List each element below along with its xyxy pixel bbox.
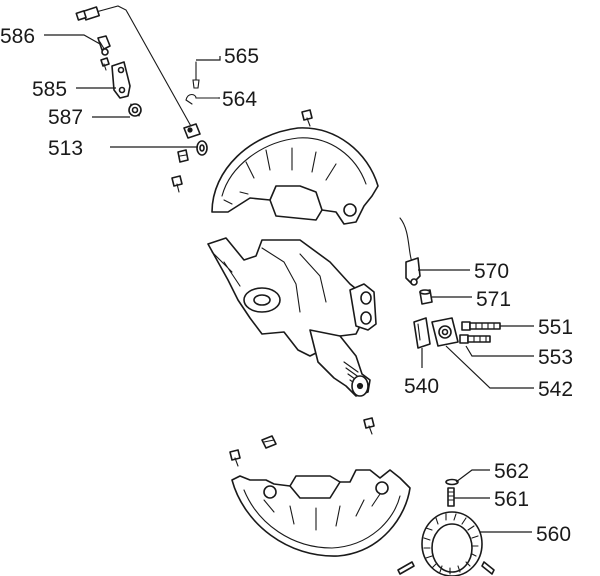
small-bolt-2 (171, 175, 183, 193)
shield-bolt (301, 109, 313, 127)
callout-570: 570 (474, 260, 509, 283)
part-542-block (431, 317, 459, 347)
lower-shield-bolt-1 (229, 449, 241, 467)
lower-shield-clip (261, 435, 277, 449)
part-553-screw (459, 334, 491, 344)
callout-542: 542 (538, 378, 573, 401)
lower-dust-shield (231, 469, 411, 557)
small-bolt (100, 57, 110, 71)
part-561-pin (447, 487, 455, 507)
leader-lines (44, 34, 534, 533)
small-clip (177, 149, 189, 163)
callout-562: 562 (494, 460, 529, 483)
axle-bolt (363, 417, 375, 435)
part-585-bracket (111, 61, 131, 99)
callout-565: 565 (224, 45, 259, 68)
part-560-tone-ring (421, 511, 483, 576)
part-565-clip (192, 61, 200, 89)
callout-586: 586 (0, 25, 35, 48)
part-551-screw (461, 321, 501, 331)
axle-knuckle (207, 237, 377, 397)
part-540-plate (413, 317, 431, 349)
callout-561: 561 (494, 488, 529, 511)
callout-553: 553 (538, 346, 573, 369)
callout-540: 540 (404, 375, 439, 398)
part-586-bolt (97, 35, 111, 56)
part-570-sensor (399, 217, 421, 286)
part-513-grommet (196, 140, 208, 156)
callout-513: 513 (48, 137, 83, 160)
callout-labels: 586 585 587 513 565 564 570 571 551 553 … (0, 25, 573, 546)
part-562-cap (445, 478, 459, 486)
callout-564: 564 (222, 88, 257, 111)
callout-571: 571 (476, 288, 511, 311)
callout-560: 560 (536, 523, 571, 546)
callout-585: 585 (32, 78, 67, 101)
callout-587: 587 (48, 106, 83, 129)
upper-dust-shield (211, 127, 379, 225)
sensor-cable-assembly (75, 5, 201, 139)
part-564-hook (185, 93, 219, 105)
callout-551: 551 (538, 316, 573, 339)
ring-fastener-left (397, 561, 415, 575)
part-571-bush (419, 289, 433, 305)
ring-fastener-right (481, 561, 495, 575)
part-587-nut (128, 103, 142, 117)
